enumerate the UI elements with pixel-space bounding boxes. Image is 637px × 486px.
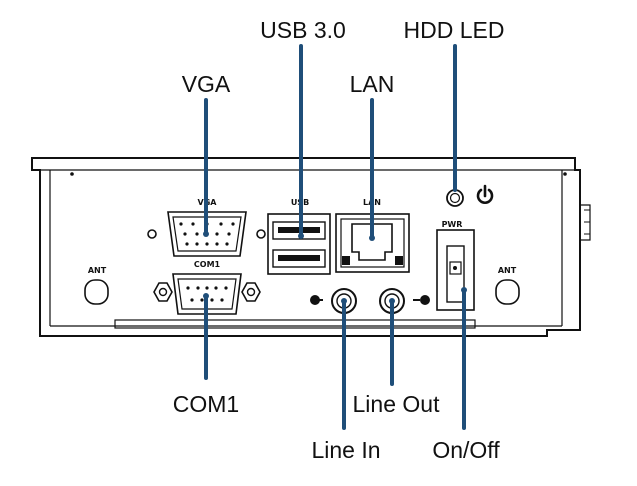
ant-left-label: ANT — [88, 266, 107, 275]
audio-out-icon — [413, 295, 430, 305]
leader-lines — [203, 44, 467, 430]
vga-callout: VGA — [182, 71, 231, 97]
line-out-callout: Line Out — [353, 391, 441, 417]
hdd-led — [446, 189, 464, 207]
antenna-port-left: ANT — [84, 266, 109, 305]
antenna-port-right: ANT — [495, 266, 520, 305]
lan-callout: LAN — [350, 71, 395, 97]
on-off-callout: On/Off — [432, 437, 500, 463]
audio-in-icon — [310, 295, 323, 305]
power-switch: PWR — [436, 220, 475, 311]
chassis — [31, 157, 591, 337]
callout-labels: USB 3.0 HDD LED VGA LAN COM1 Line Out Li… — [173, 17, 505, 463]
com1-panel-label: COM1 — [194, 260, 221, 269]
hdd-led-callout: HDD LED — [404, 17, 505, 43]
line-in-callout: Line In — [311, 437, 380, 463]
pwr-panel-label: PWR — [442, 220, 463, 229]
ant-right-label: ANT — [498, 266, 517, 275]
power-icon — [476, 184, 494, 204]
com1-callout: COM1 — [173, 391, 239, 417]
com1-port: COM1 — [153, 260, 261, 315]
usb-callout: USB 3.0 — [260, 17, 346, 43]
